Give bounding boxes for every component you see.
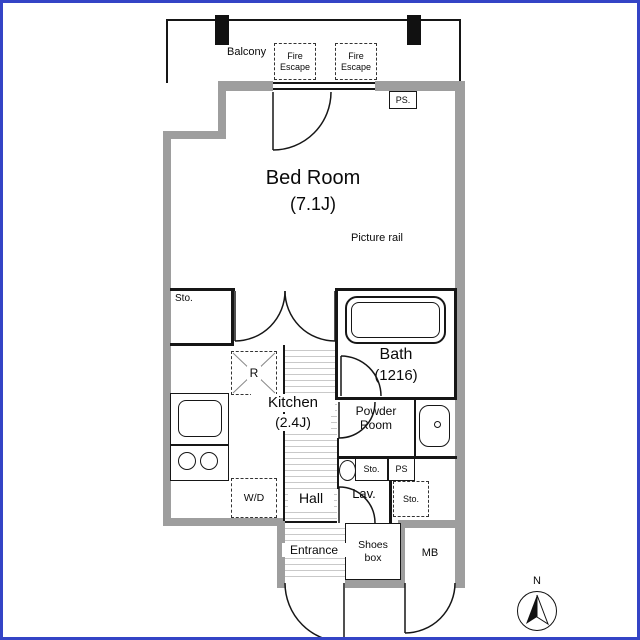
entrance-label: Entrance [282, 543, 346, 558]
bath-name: Bath [379, 346, 413, 363]
wall-left [163, 131, 171, 526]
wall-top-right [375, 81, 465, 91]
shoes-box: Shoes box [345, 523, 401, 580]
wall-top-left [218, 81, 273, 91]
balcony-window [273, 82, 375, 90]
storage-small-label: Sto. [363, 464, 380, 475]
storage-right-wall [231, 288, 234, 345]
pipe-space-top: PS. [389, 91, 417, 109]
fire-escape-label: Fire Escape [279, 50, 311, 72]
compass-circle [517, 591, 557, 631]
washer-dryer-label: W/D [243, 491, 265, 504]
powder-room-label: Powder Room [355, 404, 397, 433]
bath-size: (1216) [374, 367, 418, 384]
balcony-door-arc [272, 91, 332, 151]
lavatory-label: Lav. [352, 486, 376, 501]
picture-rail-label: Picture rail [351, 232, 403, 244]
kitchen-size: (2.4J) [255, 414, 331, 431]
stove-burner-2 [200, 452, 218, 470]
entrance-door-arc [284, 582, 323, 637]
wall-bottom-left [163, 518, 285, 526]
lav-right-wall [389, 458, 392, 525]
balcony-partition-bar-right [407, 15, 421, 45]
bathtub [345, 296, 446, 344]
washbasin-faucet [434, 421, 441, 428]
fire-escape-hatch-2: Fire Escape [335, 43, 377, 80]
powder-divider-wall [414, 400, 416, 458]
storage-bottom-wall [170, 343, 234, 346]
bedroom-wall-left-seg [170, 288, 235, 291]
kitchen-sink [178, 400, 222, 437]
balcony-rail-top [166, 19, 461, 21]
fire-escape-hatch-1: Fire Escape [274, 43, 316, 80]
washbasin [419, 405, 450, 447]
shoes-box-label: Shoes box [358, 538, 388, 564]
washer-dryer-space: W/D [231, 478, 277, 518]
lav-hand-basin [339, 460, 356, 481]
storage-label: Sto. [175, 293, 193, 304]
compass-n-label: N [533, 575, 541, 587]
bedroom-door-arc [284, 290, 336, 342]
wall-right [455, 81, 465, 588]
storage-dashed-label: Sto. [402, 493, 419, 504]
closet-door-arc [234, 290, 286, 342]
wall-entrance-left [277, 518, 285, 588]
storage-small-box: Sto. [355, 458, 388, 481]
wall-bottom-shoes [345, 580, 405, 588]
fire-escape-label: Fire Escape [340, 50, 372, 72]
wall-step [163, 131, 226, 139]
refrigerator-space: R [231, 351, 277, 395]
pipe-space-small-box: PS [388, 458, 415, 481]
powder-left-wall-seg2 [337, 458, 339, 489]
balcony-label: Balcony [227, 46, 267, 58]
bathtub-inner [351, 302, 440, 338]
powder-left-wall-seg1 [337, 438, 339, 458]
pipe-space-small-label: PS [395, 464, 408, 475]
bedroom-size: (7.1J) [289, 194, 336, 214]
kitchen-counter-divider [170, 444, 229, 446]
pipe-space-top-label: PS. [395, 94, 411, 105]
storage-dashed-box: Sto. [393, 481, 429, 517]
balcony-partition-bar-left [215, 15, 229, 45]
balcony-rail-right [459, 19, 461, 83]
powder-bottom-wall [337, 456, 457, 459]
balcony-rail-left [166, 19, 168, 83]
hall-step-line [285, 521, 337, 523]
refrigerator-label: R [246, 365, 262, 381]
wall-mb-top [398, 520, 455, 528]
meter-box-label: MB [421, 547, 439, 560]
stove-burner-1 [178, 452, 196, 470]
hall-left-line [283, 345, 285, 521]
hall-label: Hall [288, 490, 334, 507]
kitchen-name: Kitchen [251, 394, 335, 412]
bedroom-name: Bed Room [265, 167, 361, 189]
wall-upper-left [218, 81, 226, 139]
mb-door-arc [404, 582, 456, 634]
wall-mb-left [398, 520, 405, 588]
